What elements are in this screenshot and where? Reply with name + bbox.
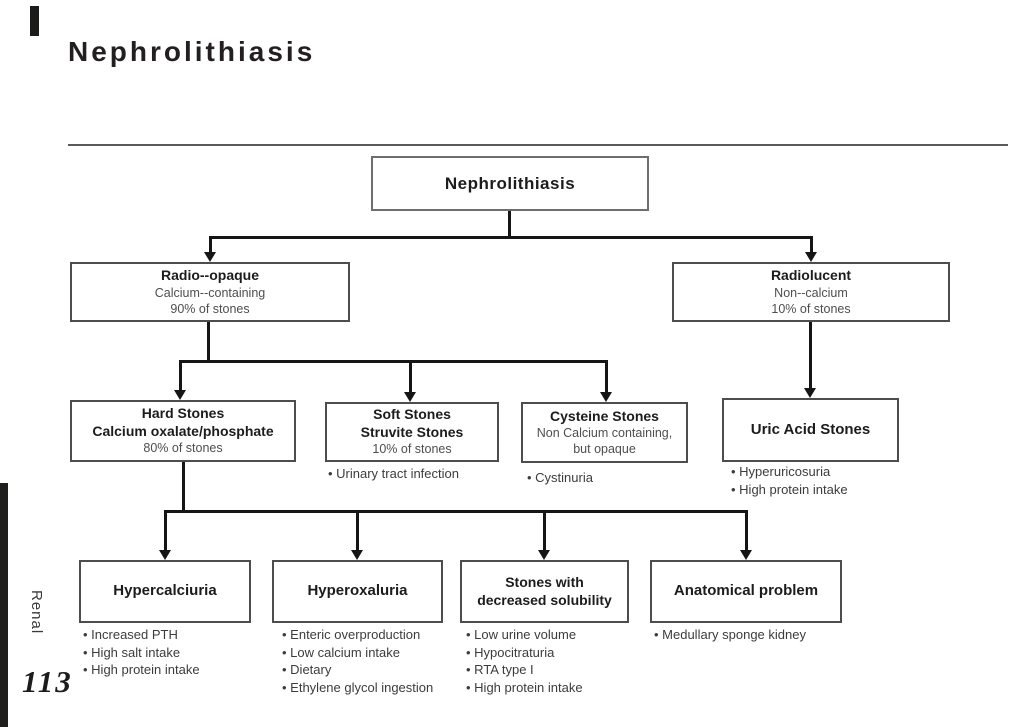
node-radiolucent-line1: Non--calcium <box>774 285 848 300</box>
bullet-item: • Urinary tract infection <box>328 466 459 481</box>
page-title: Nephrolithiasis <box>68 36 316 67</box>
node-radiolucent-title: Radiolucent <box>770 267 852 283</box>
node-stones-decreased-solubility: Stones with decreased solubility <box>460 560 629 623</box>
node-soft-stones: Soft Stones Struvite Stones 10% of stone… <box>325 402 499 462</box>
node-hard-stones-title1: Hard Stones <box>141 405 225 422</box>
connector-line <box>182 462 185 512</box>
connector-line <box>605 360 608 393</box>
node-uric-acid-stones: Uric Acid Stones <box>722 398 899 462</box>
arrow-down-icon <box>159 550 171 560</box>
node-radio-opaque-line1: Calcium--containing <box>154 285 266 300</box>
connector-line <box>508 211 511 238</box>
section-tab-bar <box>0 483 8 727</box>
node-hard-stones-title2: Calcium oxalate/phosphate <box>92 422 274 439</box>
bullet-item: • High salt intake <box>83 644 181 660</box>
bullet-item: • Low urine volume <box>466 627 577 642</box>
node-uric-acid-stones-title: Uric Acid Stones <box>750 420 871 438</box>
arrow-down-icon <box>351 550 363 560</box>
bullet-item: • Hypocitraturia <box>466 644 555 660</box>
arrow-down-icon <box>538 550 550 560</box>
section-label: Renal <box>28 590 45 635</box>
connector-line <box>356 510 359 551</box>
arrow-down-icon <box>204 252 216 262</box>
node-soft-stones-title1: Soft Stones <box>373 406 451 423</box>
node-anatomical-title: Anatomical problem <box>673 582 819 600</box>
arrow-down-icon <box>740 550 752 560</box>
solubility-bullets: • Low urine volume • Hypocitraturia • RT… <box>466 626 583 696</box>
node-hard-stones: Hard Stones Calcium oxalate/phosphate 80… <box>70 400 296 462</box>
bullet-item: • Increased PTH <box>83 627 178 642</box>
connector-line <box>179 360 608 363</box>
bullet-item: • High protein intake <box>731 481 848 497</box>
soft-stones-bullets: • Urinary tract infection <box>328 465 459 483</box>
connector-line <box>809 322 812 389</box>
node-cysteine-stones-line2: but opaque <box>573 442 636 457</box>
arrow-down-icon <box>600 392 612 402</box>
node-hypercalciuria-title: Hypercalciuria <box>113 582 217 600</box>
connector-line <box>209 236 212 254</box>
connector-line <box>207 322 210 362</box>
corner-tab-mark <box>30 6 39 36</box>
node-hyperoxaluria-title: Hyperoxaluria <box>307 582 408 600</box>
node-cysteine-stones: Cysteine Stones Non Calcium containing, … <box>521 402 688 463</box>
bullet-item: • Enteric overproduction <box>282 627 421 642</box>
cysteine-stones-bullets: • Cystinuria <box>527 469 593 487</box>
node-soft-stones-line: 10% of stones <box>372 442 452 457</box>
node-radio-opaque-title: Radio--opaque <box>161 267 259 283</box>
bullet-item: • Medullary sponge kidney <box>654 627 806 642</box>
node-hard-stones-line: 80% of stones <box>143 441 223 456</box>
node-soft-stones-title2: Struvite Stones <box>360 423 464 440</box>
connector-line <box>164 510 167 551</box>
node-anatomical-problem: Anatomical problem <box>650 560 842 623</box>
node-hypercalciuria: Hypercalciuria <box>79 560 251 623</box>
node-solubility-title2: decreased solubility <box>477 591 612 608</box>
connector-line <box>164 510 748 513</box>
arrow-down-icon <box>805 252 817 262</box>
connector-line <box>810 236 813 254</box>
uric-acid-bullets: • Hyperuricosuria • High protein intake <box>731 463 848 498</box>
title-divider <box>68 144 1008 146</box>
bullet-item: • Dietary <box>282 662 332 677</box>
connector-line <box>179 360 182 391</box>
arrow-down-icon <box>804 388 816 398</box>
bullet-item: • RTA type I <box>466 662 534 677</box>
connector-line <box>409 360 412 393</box>
connector-line <box>543 510 546 551</box>
bullet-item: • High protein intake <box>466 679 583 695</box>
bullet-item: • Hyperuricosuria <box>731 464 831 479</box>
node-radiolucent-line2: 10% of stones <box>771 301 851 316</box>
node-cysteine-stones-title: Cysteine Stones <box>550 407 659 424</box>
hyperoxaluria-bullets: • Enteric overproduction • Low calcium i… <box>282 626 433 696</box>
connector-line <box>745 510 748 551</box>
arrow-down-icon <box>404 392 416 402</box>
page-number: 113 <box>22 664 73 699</box>
node-nephrolithiasis-title: Nephrolithiasis <box>444 173 576 193</box>
bullet-item: • Ethylene glycol ingestion <box>282 679 434 695</box>
node-radio-opaque-line2: 90% of stones <box>170 301 250 316</box>
node-solubility-title1: Stones with <box>505 574 584 590</box>
anatomical-bullets: • Medullary sponge kidney <box>654 626 806 644</box>
arrow-down-icon <box>174 390 186 400</box>
bullet-item: • Low calcium intake <box>282 644 400 660</box>
connector-line <box>209 236 813 239</box>
node-cysteine-stones-line1: Non Calcium containing, <box>536 426 673 440</box>
node-nephrolithiasis: Nephrolithiasis <box>371 156 649 211</box>
node-hyperoxaluria: Hyperoxaluria <box>272 560 443 623</box>
node-radio-opaque: Radio--opaque Calcium--containing 90% of… <box>70 262 350 322</box>
bullet-item: • High protein intake <box>83 662 200 677</box>
hypercalciuria-bullets: • Increased PTH • High salt intake • Hig… <box>83 626 200 679</box>
bullet-item: • Cystinuria <box>527 470 593 485</box>
node-radiolucent: Radiolucent Non--calcium 10% of stones <box>672 262 950 322</box>
